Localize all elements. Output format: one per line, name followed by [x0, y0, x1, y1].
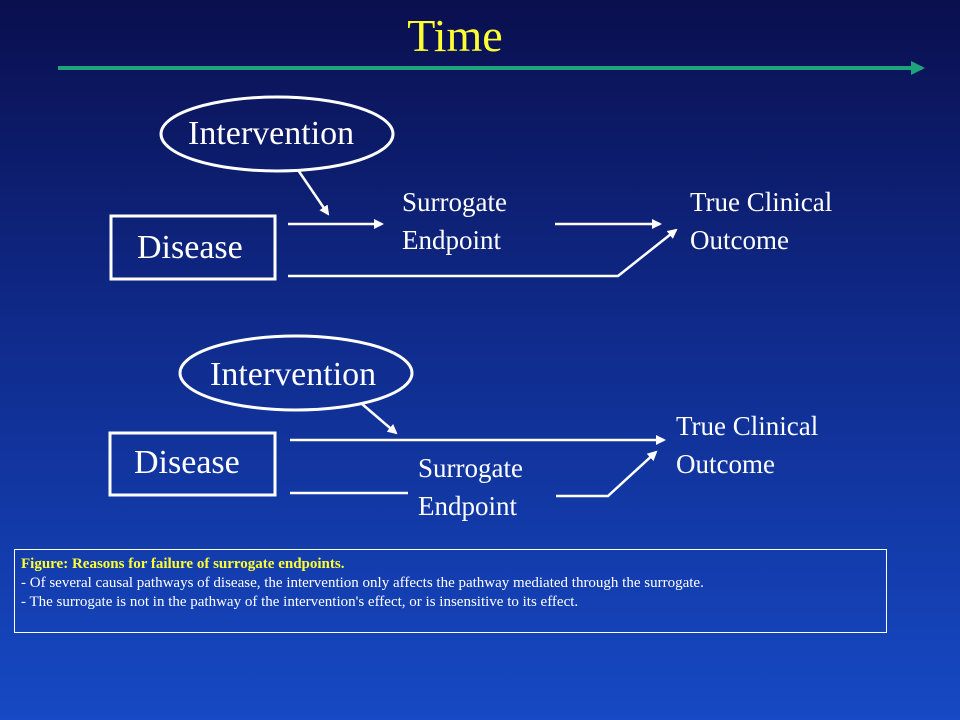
disease-box-top	[109, 214, 277, 281]
caption-line-1: - Of several causal pathways of disease,…	[21, 575, 704, 591]
surrogate-label-bottom-1: Surrogate	[418, 453, 523, 483]
caption-line-2: - The surrogate is not in the pathway of…	[21, 594, 579, 610]
disease-box-bottom	[108, 431, 277, 497]
intervention-arrow-top	[296, 169, 330, 216]
disease-label-bottom: Disease	[134, 444, 240, 481]
intervention-ellipse-top	[159, 95, 395, 173]
surrogate-label-top-1: Surrogate	[402, 187, 507, 217]
outcome-label-top-2: Outcome	[690, 225, 789, 255]
outcome-label-bottom-1: True Clinical	[676, 411, 819, 441]
direct-path-arrow-top	[288, 228, 678, 278]
surrogate-label-top-2: Endpoint	[402, 225, 501, 255]
intervention-label-bottom: Intervention	[210, 356, 377, 393]
figure-caption: Figure: Reasons for failure of surrogate…	[14, 549, 887, 633]
slide-title: Time	[407, 10, 503, 61]
disease-label-top: Disease	[137, 229, 243, 266]
outcome-label-top-1: True Clinical	[690, 187, 833, 217]
surrogate-to-outcome-arrow-bottom	[556, 450, 658, 498]
intervention-ellipse-bottom	[178, 334, 414, 412]
caption-heading: Figure: Reasons for failure of surrogate…	[21, 556, 345, 572]
outcome-label-bottom-2: Outcome	[676, 449, 775, 479]
intervention-label-top: Intervention	[188, 115, 355, 152]
intervention-arrow-bottom	[361, 403, 398, 435]
surrogate-label-bottom-2: Endpoint	[418, 491, 517, 521]
